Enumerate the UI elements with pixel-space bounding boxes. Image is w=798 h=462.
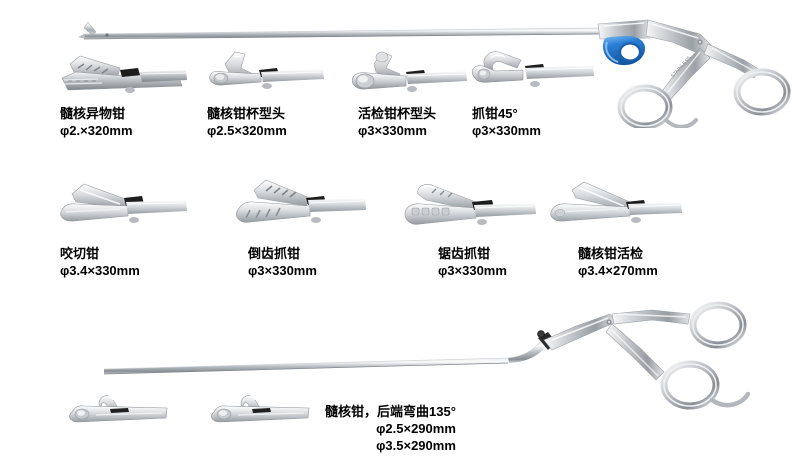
item-spec-9b: φ3.5×290mm (376, 438, 456, 453)
label-item-4: 抓钳45° φ3×330mm (472, 105, 541, 139)
label-item-9: 髓核钳，后端弯曲135° φ2.5×290mm φ3.5×290mm (325, 403, 456, 454)
serrated-grasper-jaw (402, 180, 537, 238)
item-name-1: 髓核异物钳 (60, 106, 126, 121)
item-name-8: 髓核钳活检 (578, 246, 644, 261)
item-name-9: 髓核钳，后端弯曲135° (325, 404, 456, 419)
biopsy-forceps-jaw (548, 178, 683, 236)
finger-ring-upper (733, 68, 791, 116)
label-item-6: 倒齿抓钳 φ3×330mm (248, 245, 317, 279)
item-name-2: 髓核钳杯型头 (207, 106, 286, 121)
item-spec-4: φ3×330mm (472, 123, 541, 138)
item-name-4: 抓钳45° (472, 106, 518, 121)
jaw-tip-small-b (208, 390, 318, 432)
finger-ring-upper-2 (689, 301, 747, 349)
label-item-5: 咬切钳 φ3.4×330mm (60, 245, 140, 279)
finger-ring-lower-2 (660, 360, 720, 410)
item-spec-5: φ3.4×330mm (60, 263, 140, 278)
item-spec-9a: φ2.5×290mm (376, 421, 456, 436)
long-curved-forceps-assembly (0, 300, 798, 430)
forceps-jaw-cup (205, 46, 325, 98)
grasper-jaw-45deg (465, 38, 595, 98)
finger-ring-lower (617, 84, 673, 128)
biopsy-jaw-cup (348, 48, 468, 100)
item-name-6: 倒齿抓钳 (248, 246, 301, 261)
item-spec-7: φ3×330mm (438, 263, 507, 278)
item-name-5: 咬切钳 (60, 246, 100, 261)
top-forceps-assembly: STAINLESS (0, 8, 798, 128)
item-spec-8: φ3.4×270mm (578, 263, 658, 278)
blue-finger-ring (602, 35, 646, 66)
label-item-7: 锯齿抓钳 φ3×330mm (438, 245, 507, 279)
item-spec-2: φ2.5×320mm (207, 123, 287, 138)
item-spec-3: φ3×330mm (358, 123, 427, 138)
punch-jaw-plain (58, 178, 188, 234)
reverse-tooth-grasper-jaw (232, 176, 367, 236)
item-spec-6: φ3×330mm (248, 263, 317, 278)
label-item-3: 活检钳杯型头 φ3×330mm (358, 105, 436, 139)
label-item-8: 髓核钳活检 φ3.4×270mm (578, 245, 658, 279)
item-name-7: 锯齿抓钳 (438, 246, 491, 261)
label-item-2: 髓核钳杯型头 φ2.5×320mm (207, 105, 287, 139)
forceps-jaw-serrated (58, 48, 188, 100)
item-spec-1: φ2.×320mm (60, 123, 133, 138)
item-name-3: 活检钳杯型头 (358, 106, 437, 121)
jaw-tip-small-a (66, 390, 176, 432)
label-item-1: 髓核异物钳 φ2.×320mm (60, 105, 133, 139)
